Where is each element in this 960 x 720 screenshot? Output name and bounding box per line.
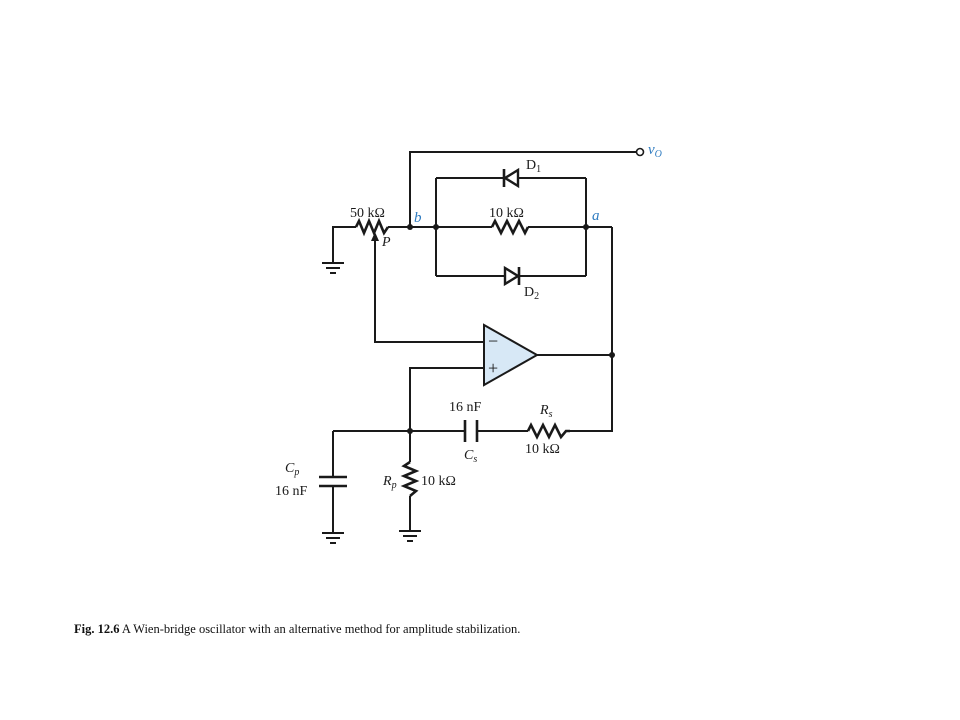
opamp-minus-label: − (488, 331, 498, 351)
capacitor-cs (463, 420, 479, 442)
resistor-rp (400, 460, 420, 497)
d1-label: D1 (526, 158, 541, 175)
caption-text: A Wien-bridge oscillator with an alterna… (119, 622, 521, 636)
ground-cp (322, 532, 344, 544)
pot-wiper-label: P (381, 235, 391, 250)
cs-name-label: Cs (464, 448, 477, 465)
junction-b-top (407, 224, 413, 230)
capacitor-cp (319, 475, 347, 488)
rs-value-label: 10 kΩ (525, 442, 560, 457)
diode-d2 (503, 265, 521, 287)
junction-output (609, 352, 615, 358)
caption-fig-label: Fig (74, 622, 92, 636)
output-terminal (635, 147, 645, 157)
r-feedback-label: 10 kΩ (489, 206, 524, 221)
opamp-plus-label: + (488, 358, 498, 378)
rp-name-label: Rp (382, 474, 397, 491)
junction-b (433, 224, 439, 230)
wire-wiper-to-minus (374, 248, 484, 343)
potentiometer-50k (354, 217, 390, 237)
junction-plus-node (407, 428, 413, 434)
cs-value-label: 16 nF (449, 400, 482, 415)
wire-pot-ground (332, 226, 356, 262)
figure-caption: Fig. 12.6 A Wien-bridge oscillator with … (74, 622, 874, 637)
wire-output-top (409, 151, 636, 227)
rp-value-label: 10 kΩ (421, 474, 456, 489)
junctions (407, 224, 615, 434)
d2-label: D2 (524, 285, 539, 302)
caption-fig-number: . 12.6 (91, 622, 120, 636)
junction-a (583, 224, 589, 230)
pot-wiper-arrow (371, 232, 379, 241)
node-b-label: b (414, 210, 422, 226)
wires (332, 151, 636, 532)
node-a-label: a (592, 208, 600, 224)
wire-plus-down (409, 367, 484, 431)
pot-value-label: 50 kΩ (350, 206, 385, 221)
diode-d1 (502, 167, 520, 189)
output-label: vO (648, 142, 662, 160)
resistor-rs (526, 422, 570, 440)
rs-name-label: Rs (539, 403, 553, 420)
cp-name-label: Cp (285, 461, 299, 478)
cp-value-label: 16 nF (275, 484, 308, 499)
ground-pot (322, 262, 344, 274)
ground-rp (399, 530, 421, 542)
op-amp (483, 323, 540, 387)
resistor-feedback (490, 218, 530, 236)
wire-right-rail (570, 227, 613, 432)
